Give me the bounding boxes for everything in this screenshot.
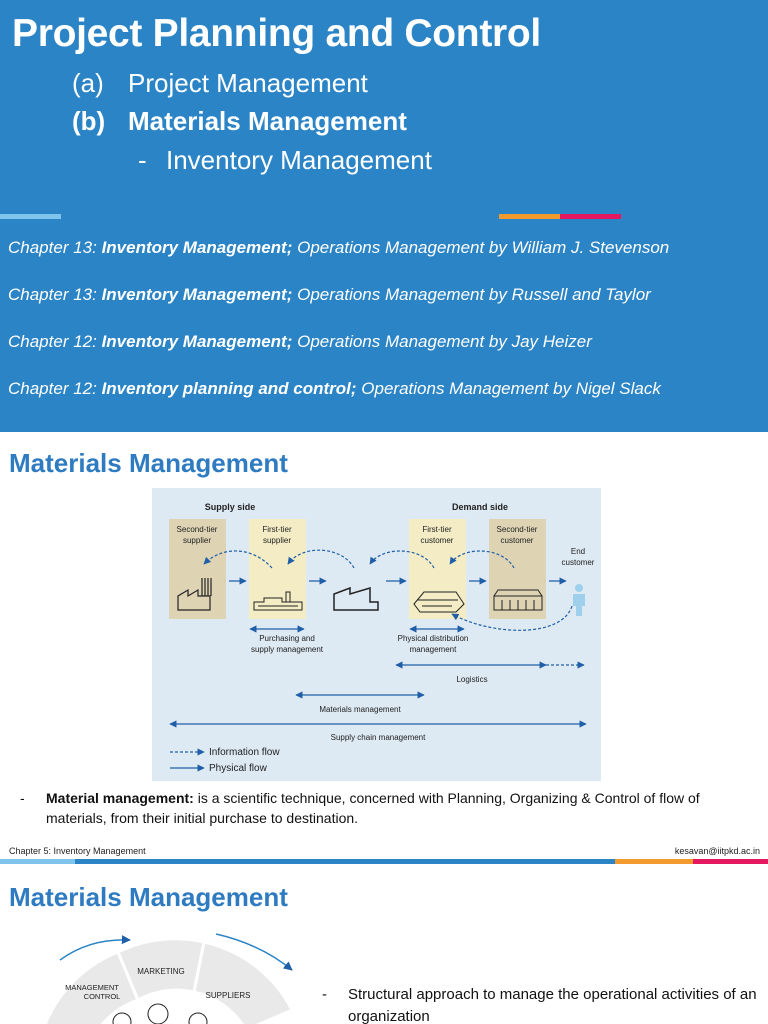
reference-chapter: Chapter 13: (8, 238, 102, 257)
first-tier-supplier-box (249, 519, 306, 619)
purchasing-label: Purchasing and (259, 634, 315, 643)
reference-item: Chapter 12: Inventory Management; Operat… (8, 332, 768, 379)
subtopic-text: Inventory Management (166, 145, 432, 175)
demand-side-label: Demand side (452, 502, 508, 512)
subtopic-dash: - (138, 145, 147, 175)
supply-chain-diagram: Supply side Demand side Second-tier supp… (152, 488, 601, 781)
footer-bar-pink (693, 859, 768, 864)
reference-item: Chapter 13: Inventory Management; Operat… (8, 238, 768, 285)
footer-email: kesavan@iitpkd.ac.in (674, 846, 760, 856)
wheel-cycle-arrow (59, 935, 131, 961)
second-tier-customer-label: Second-tier (497, 525, 538, 534)
reference-item: Chapter 13: Inventory Management; Operat… (8, 285, 768, 332)
second-tier-supplier-label: supplier (183, 536, 211, 545)
information-flow-arrow (369, 550, 435, 569)
materials-management-label: Materials management (319, 705, 401, 714)
reference-topic: Inventory Management; (101, 332, 293, 351)
information-flow-arrow (449, 550, 515, 569)
wheel-management-label: MANAGEMENT (65, 983, 119, 992)
megaphone-icon (147, 1003, 169, 1024)
reference-book: Operations Management by Jay Heizer (292, 332, 592, 351)
slide-heading: Materials Management (9, 448, 288, 478)
legend-information-label: Information flow (209, 747, 280, 758)
definition-text: is a scientific technique, concerned wit… (46, 790, 700, 826)
topic-b-label: (b) (72, 106, 106, 136)
subtopic: - Inventory Management (138, 145, 432, 176)
information-flow-arrow (287, 549, 355, 569)
person-icon (573, 584, 585, 616)
end-customer-label: End (571, 547, 585, 556)
reference-book: Operations Management by Russell and Tay… (292, 285, 651, 304)
reference-item: Chapter 12: Inventory planning and contr… (8, 379, 768, 426)
reference-book: Operations Management by William J. Stev… (292, 238, 670, 257)
approach-text: Structural approach to manage the operat… (348, 986, 757, 1024)
first-tier-customer-box (409, 519, 466, 619)
accent-bar-light (0, 214, 61, 219)
first-tier-customer-label: customer (421, 536, 454, 545)
supply-chain-label: Supply chain management (331, 733, 427, 742)
definition-term: Material management: (46, 790, 194, 806)
wheel-marketing-label: MARKETING (137, 967, 185, 976)
topic-a-text: Project Management (128, 68, 368, 98)
materials-management-slide: Materials Management Supply side Demand … (0, 432, 768, 864)
distribution-label: management (410, 645, 457, 654)
bullet-dash: - (20, 790, 25, 806)
retail-store-icon (493, 589, 543, 611)
purchasing-label: supply management (251, 645, 324, 654)
factory-icon (177, 578, 212, 611)
reference-chapter: Chapter 13: (8, 285, 102, 304)
handshake-icon (188, 1012, 208, 1024)
first-tier-supplier-label: supplier (263, 536, 291, 545)
topic-b-text: Materials Management (128, 106, 407, 136)
slide-title: Project Planning and Control (12, 12, 541, 55)
definition-bullet: - Material management: is a scientific t… (20, 788, 762, 828)
plant-icon (253, 591, 303, 611)
second-tier-customer-label: customer (501, 536, 534, 545)
bullet-dash: - (322, 986, 327, 1003)
reference-chapter: Chapter 12: (8, 332, 102, 351)
distribution-label: Physical distribution (398, 634, 469, 643)
topic-b: (b) Materials Management (72, 106, 407, 137)
chart-icon (112, 1012, 132, 1024)
reference-chapter: Chapter 12: (8, 379, 102, 398)
warehouse-icon (333, 586, 379, 611)
wheel-control-label: CONTROL (84, 992, 121, 1001)
materials-management-wheel: MARKETING MANAGEMENT CONTROL SUPPLIERS (43, 933, 295, 1024)
footer-bar-blue (75, 859, 615, 864)
approach-bullet: - Structural approach to manage the oper… (322, 984, 762, 1024)
topic-a: (a) Project Management (72, 68, 368, 99)
end-customer-label: customer (562, 558, 595, 567)
wheel-cycle-arrow (215, 933, 293, 971)
wheel-segment-suppliers (192, 940, 295, 1024)
reference-book: Operations Management by Nigel Slack (356, 379, 661, 398)
second-tier-supplier-label: Second-tier (177, 525, 218, 534)
logistics-label: Logistics (456, 675, 487, 684)
footer-chapter: Chapter 5: Inventory Management (9, 846, 146, 856)
accent-bar-pink (560, 214, 621, 219)
reference-topic: Inventory Management; (101, 238, 293, 257)
information-flow-arrow (451, 605, 573, 631)
first-tier-customer-label: First-tier (422, 525, 452, 534)
topic-a-label: (a) (72, 68, 104, 98)
accent-bar-orange (499, 214, 560, 219)
reference-topic: Inventory planning and control; (101, 379, 357, 398)
slide-heading: Materials Management (9, 882, 288, 912)
title-slide: Project Planning and Control (a) Project… (0, 0, 768, 432)
first-tier-supplier-label: First-tier (262, 525, 292, 534)
reference-list: Chapter 13: Inventory Management; Operat… (8, 238, 768, 426)
distribution-center-icon (413, 591, 465, 613)
reference-topic: Inventory Management; (101, 285, 293, 304)
footer-bar-orange (615, 859, 693, 864)
wheel-suppliers-label: SUPPLIERS (206, 991, 251, 1000)
legend-physical-label: Physical flow (209, 763, 268, 774)
supply-side-label: Supply side (205, 502, 256, 512)
materials-management-slide-2: Materials Management MARKETING MANAGEMEN… (0, 864, 768, 1024)
footer-bar-light (0, 859, 75, 864)
